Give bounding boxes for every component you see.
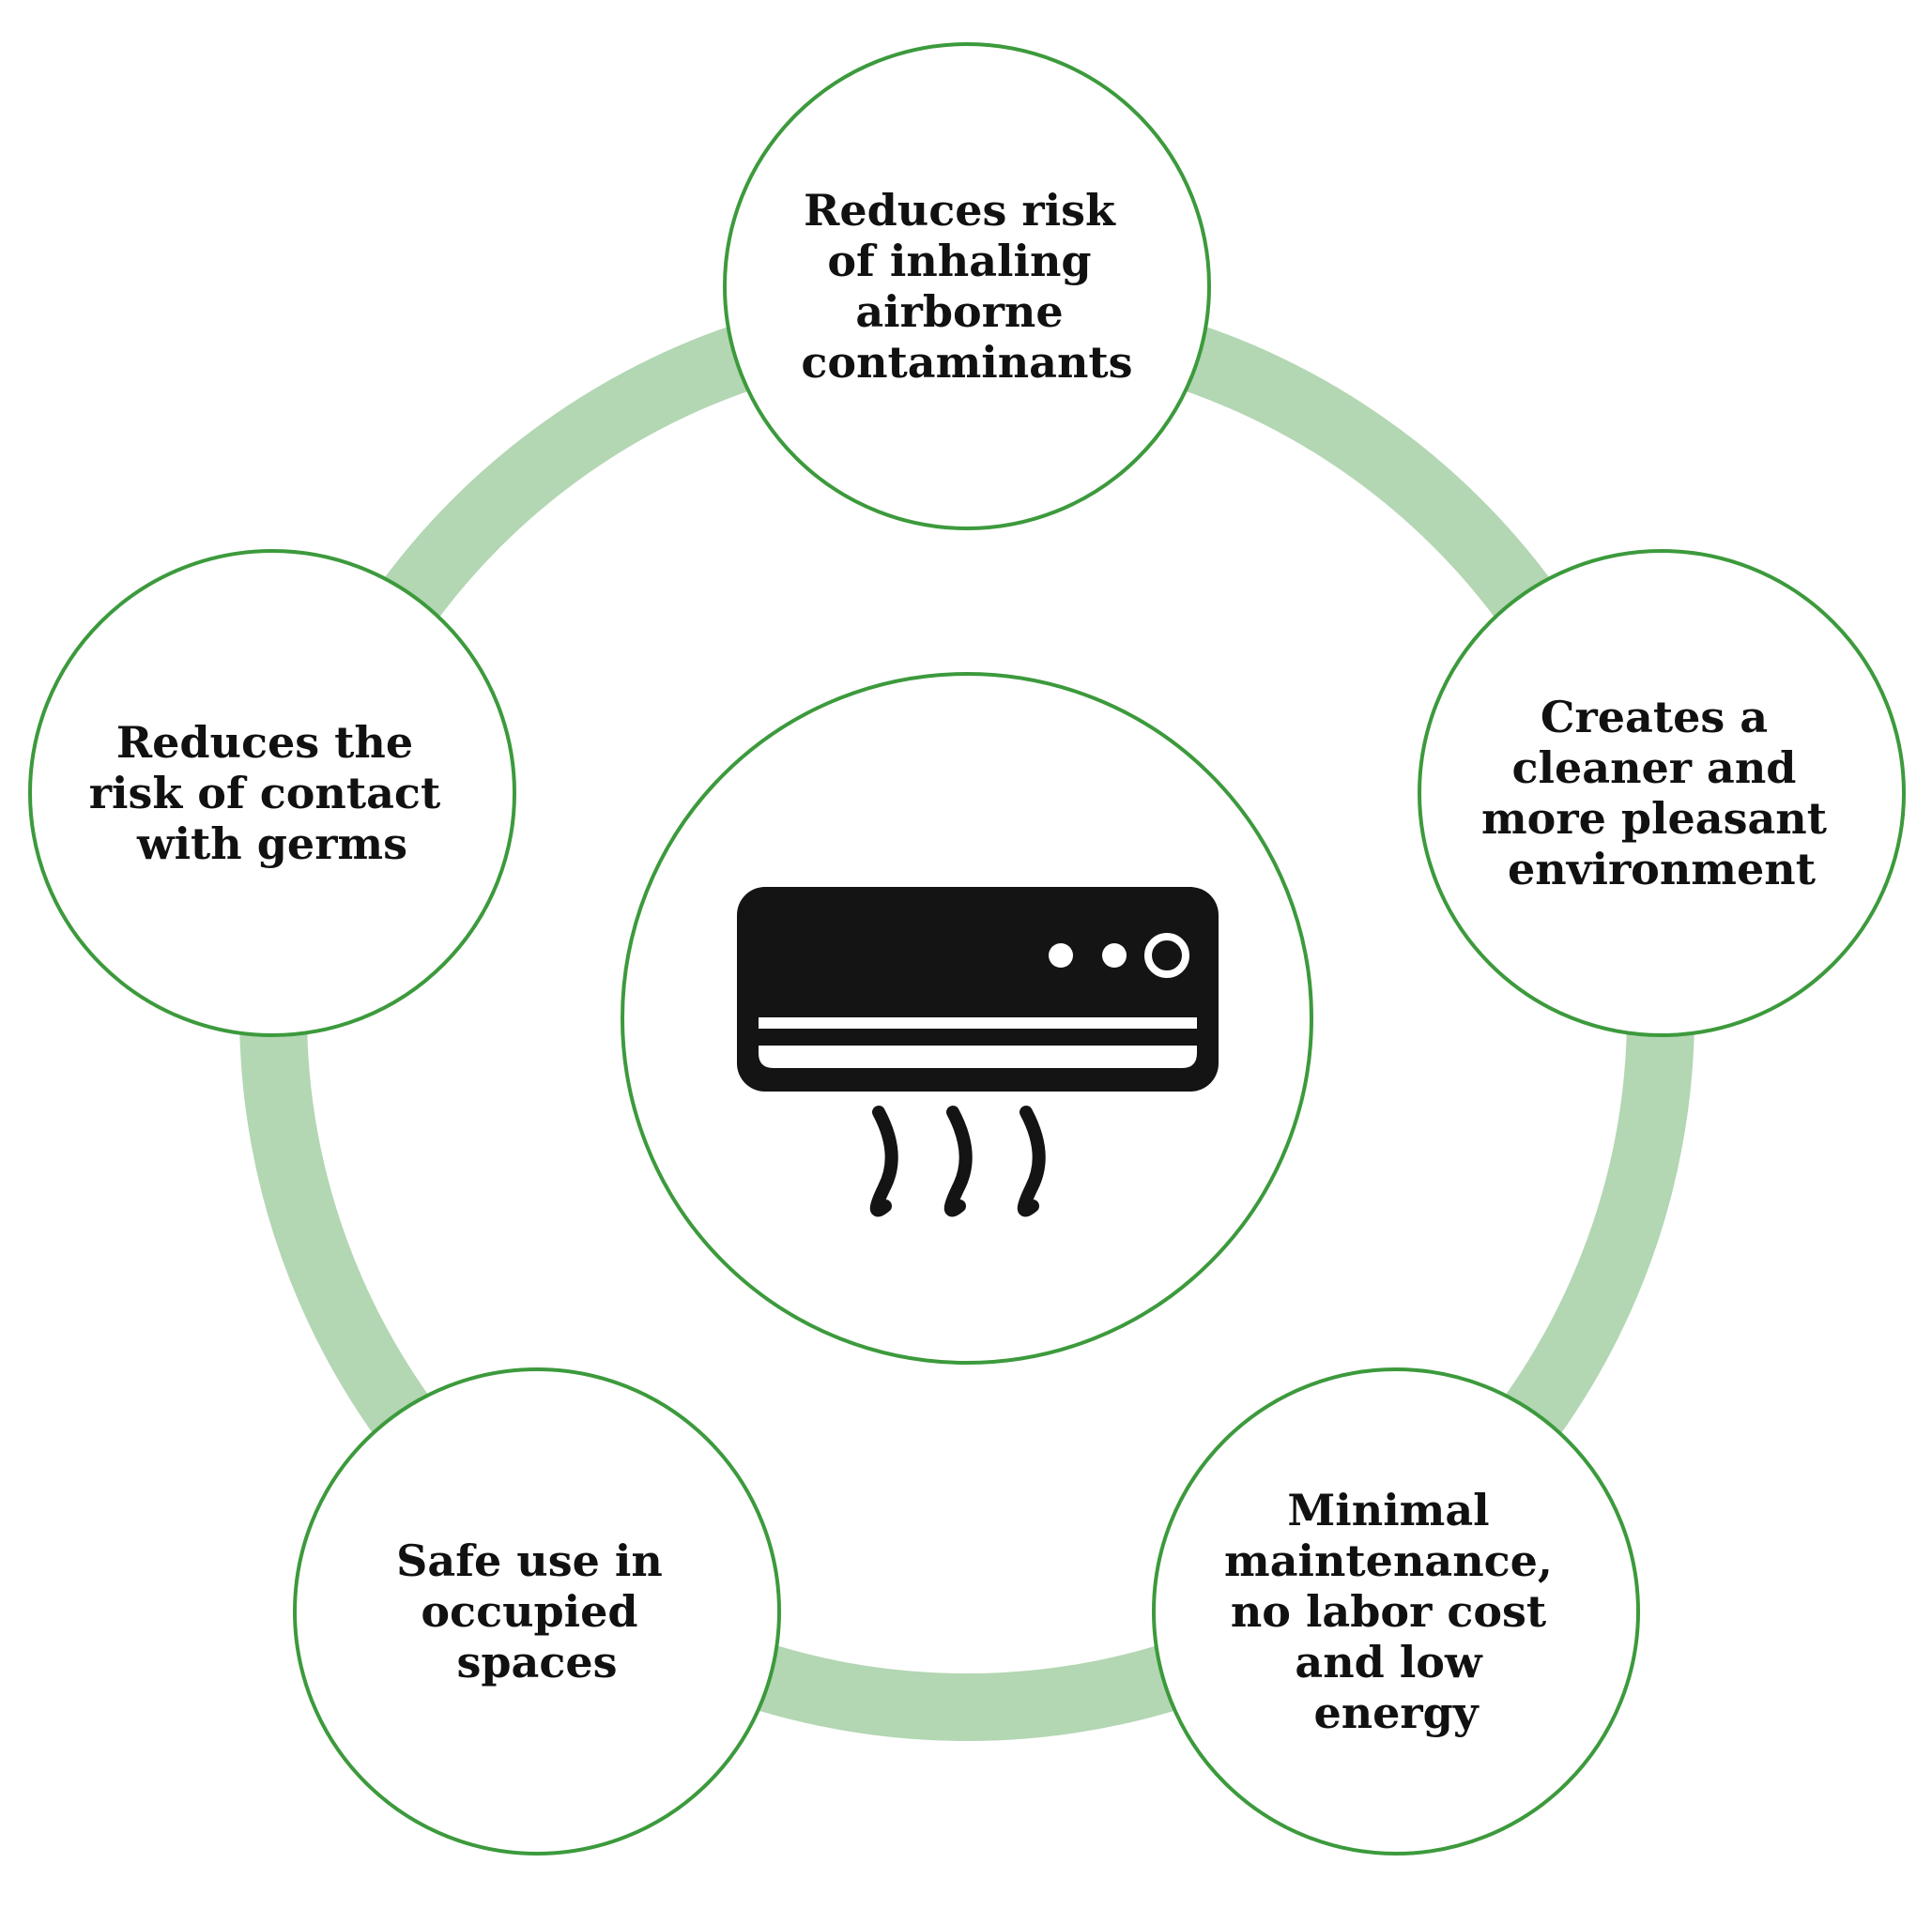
benefit-label-line: spaces xyxy=(456,1637,617,1688)
benefit-label-line: more pleasant xyxy=(1481,793,1828,844)
benefit-label-line: contaminants xyxy=(801,337,1132,388)
benefit-label-line: maintenance, xyxy=(1224,1535,1553,1586)
benefit-label-line: environment xyxy=(1508,844,1817,894)
benefit-label-line: risk of contact xyxy=(89,768,441,818)
benefit-label: Creates a cleaner and more pleasant envi… xyxy=(1481,692,1842,894)
benefit-circle xyxy=(28,549,516,1037)
benefit-node: Minimal maintenance, no labor cost and l… xyxy=(1152,1367,1640,1856)
benefit-label: Reduces the risk of contact with germs xyxy=(89,717,455,869)
benefit-circle xyxy=(723,42,1211,530)
benefit-nodes: Reduces risk of inhaling airborne contam… xyxy=(28,42,1906,1856)
benefit-label-line: airborne xyxy=(855,286,1063,337)
benefit-label-line: of inhaling xyxy=(827,236,1091,286)
benefit-label-line: Minimal xyxy=(1287,1485,1489,1535)
benefit-label-line: energy xyxy=(1313,1688,1479,1738)
benefit-circle xyxy=(293,1367,781,1856)
benefit-label: Safe use in occupied spaces xyxy=(396,1535,678,1688)
benefit-label-line: cleaner and xyxy=(1512,742,1797,793)
air-conditioner-icon xyxy=(737,887,1219,1217)
benefit-label-line: with germs xyxy=(136,818,407,869)
benefit-label-line: Safe use in xyxy=(396,1535,663,1586)
benefit-label-line: Reduces risk xyxy=(804,185,1116,236)
benefit-label-line: no labor cost xyxy=(1231,1586,1547,1637)
benefit-node: Reduces the risk of contact with germs xyxy=(28,549,516,1037)
benefit-label: Minimal maintenance, no labor cost and l… xyxy=(1224,1485,1568,1738)
benefit-node: Safe use in occupied spaces xyxy=(293,1367,781,1856)
benefit-label: Reduces risk of inhaling airborne contam… xyxy=(801,185,1132,388)
benefit-circle xyxy=(1152,1367,1640,1856)
benefit-node: Creates a cleaner and more pleasant envi… xyxy=(1418,549,1906,1037)
benefit-circle xyxy=(1418,549,1906,1037)
benefit-label-line: Creates a xyxy=(1541,692,1768,742)
benefit-label-line: and low xyxy=(1295,1637,1483,1688)
benefit-node: Reduces risk of inhaling airborne contam… xyxy=(723,42,1211,530)
benefit-label-line: occupied xyxy=(421,1586,637,1637)
benefit-label-line: Reduces the xyxy=(116,717,413,768)
